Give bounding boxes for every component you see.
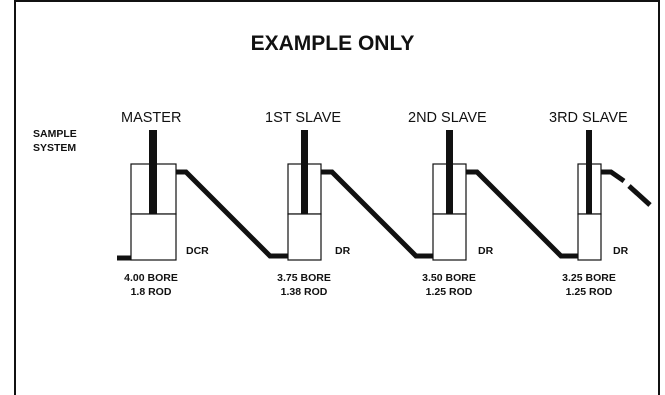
slave-1-cylinder-name: 1ST SLAVE: [265, 110, 342, 126]
diagram-frame: [14, 0, 660, 395]
slave-3-cylinder-name: 3RD SLAVE: [549, 110, 628, 126]
master-rod: 1.8 ROD: [130, 286, 172, 298]
slave-3-spec: 3.25 BORE 1.25 ROD: [544, 271, 634, 299]
slave-3-bore: 3.25 BORE: [562, 272, 616, 284]
master-cylinder-name: MASTER: [121, 110, 182, 126]
slave-2-piston-rod: [446, 130, 453, 214]
outlet-line-segment: [601, 169, 626, 184]
slave-2-bore: 3.50 BORE: [422, 272, 476, 284]
slave-3-type-label: DR: [613, 245, 629, 257]
slave-2-type-label: DR: [478, 245, 494, 257]
slave-2-cylinder-name: 2ND SLAVE: [408, 110, 487, 126]
slave-3-rod: 1.25 ROD: [565, 286, 613, 298]
slave-1-spec: 3.75 BORE 1.38 ROD: [259, 271, 349, 299]
line-slave-1-to-slave-2: [321, 169, 433, 259]
diagram-title: EXAMPLE ONLY: [250, 32, 415, 55]
sample-label-line-1: SAMPLE: [33, 128, 77, 140]
master-piston-rod: [149, 130, 157, 214]
sample-system-label: SAMPLE SYSTEM: [33, 127, 77, 155]
slave-1-lower-chamber: [287, 213, 322, 261]
master-type-label: DCR: [186, 245, 209, 257]
slave-2-rod: 1.25 ROD: [425, 286, 473, 298]
slave-3-lower-chamber: [577, 213, 602, 261]
master-spec: 4.00 BORE 1.8 ROD: [106, 271, 196, 299]
slave-1-type-label: DR: [335, 245, 351, 257]
line-master-to-slave-1: [176, 169, 288, 259]
slave-1-bore: 3.75 BORE: [277, 272, 331, 284]
slave-2-spec: 3.50 BORE 1.25 ROD: [404, 271, 494, 299]
slave-2-lower-chamber: [432, 213, 467, 261]
line-slave-2-to-slave-3: [466, 169, 578, 259]
master-bore: 4.00 BORE: [124, 272, 178, 284]
slave-3-piston-rod: [586, 130, 592, 214]
master-cylinder-lower-chamber: [130, 213, 177, 261]
outlet-line-dashed: [627, 184, 652, 207]
slave-1-rod: 1.38 ROD: [280, 286, 328, 298]
slave-1-piston-rod: [301, 130, 308, 214]
sample-label-line-2: SYSTEM: [33, 142, 77, 154]
